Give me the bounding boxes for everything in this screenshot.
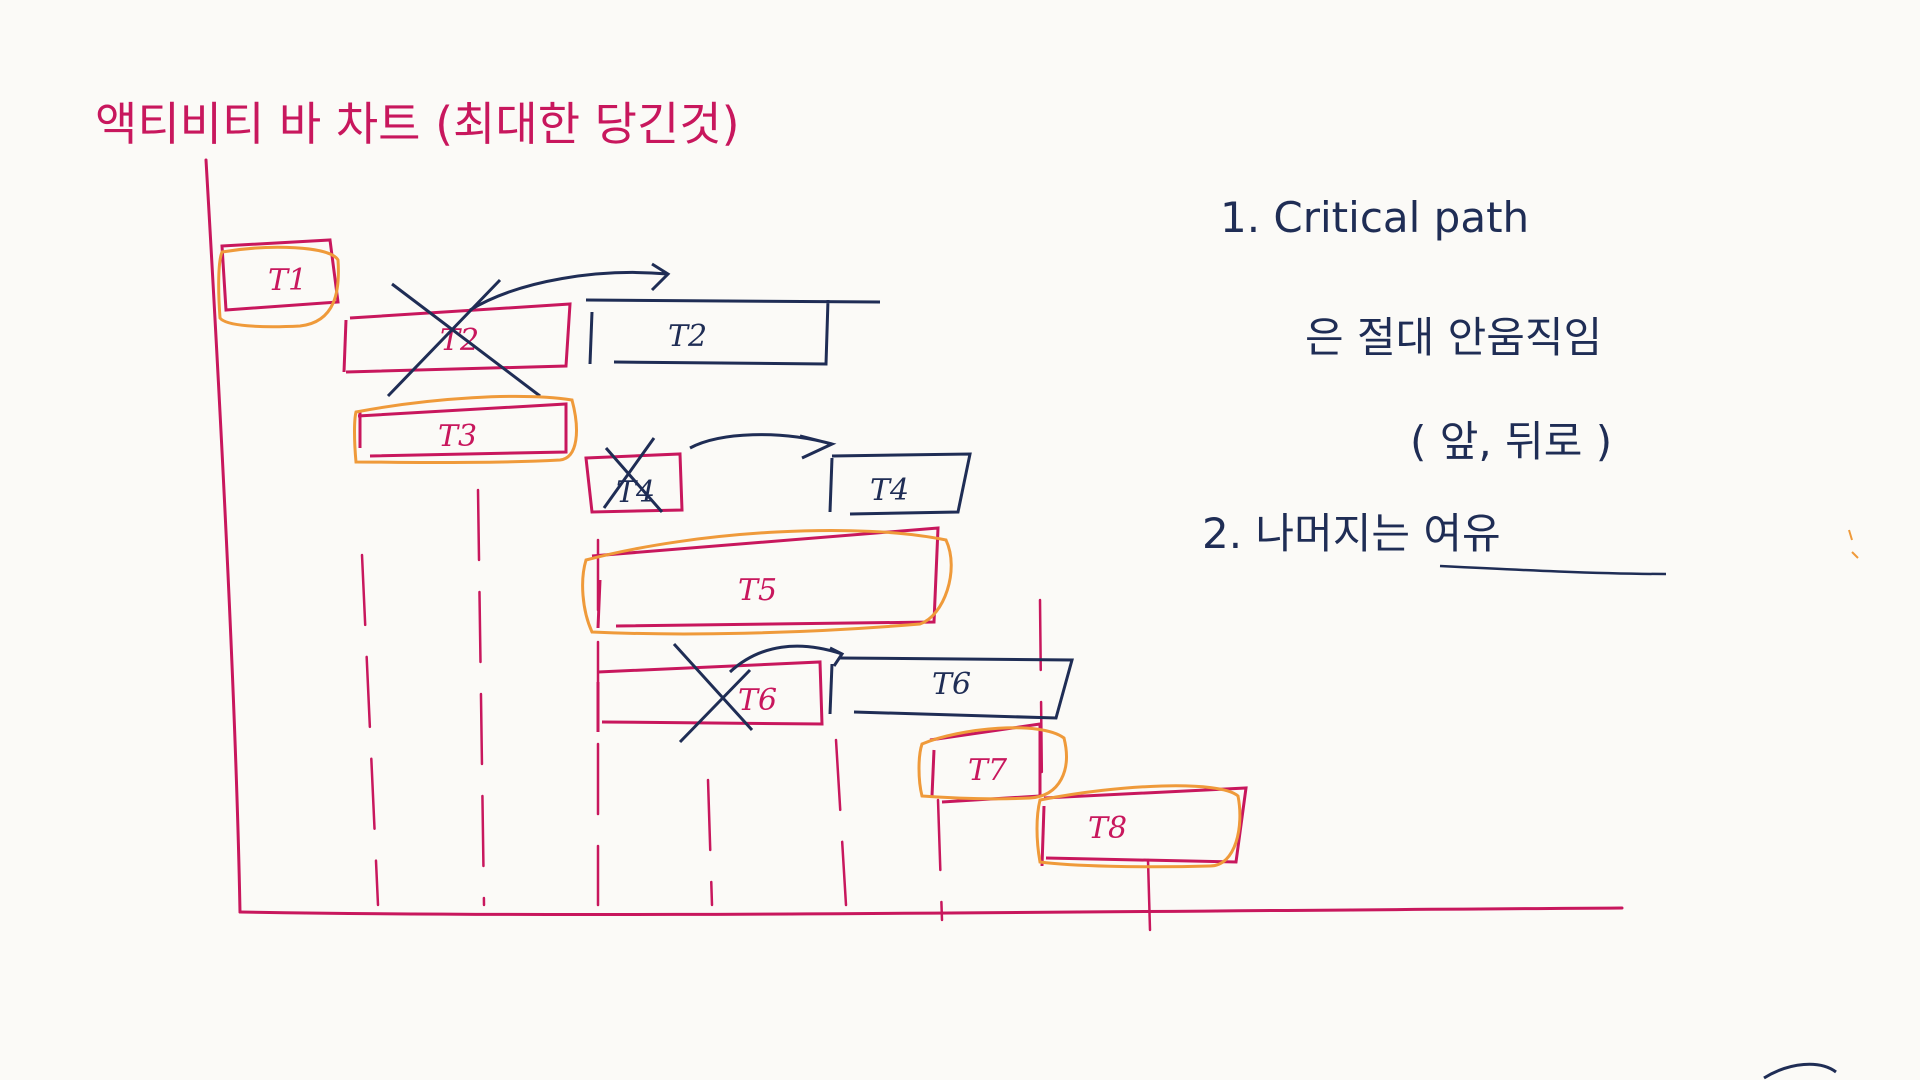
task-t7-edge: [930, 749, 936, 797]
task-t6-moved-bar: [839, 656, 1074, 720]
note-front-back: ( 앞, 뒤로 ): [1410, 417, 1612, 466]
task-t3-bar: [357, 402, 568, 458]
notes: 1. Critical path 은 절대 안움직임 ( 앞, 뒤로 ) 2. …: [1202, 193, 1667, 576]
task-t1-label: T1: [268, 263, 307, 298]
task-t4-moved-bar: [831, 452, 972, 516]
task-t5-highlight: [581, 528, 953, 636]
task-t8-label: T8: [1088, 811, 1127, 846]
task-t2-pulled-edge: [342, 319, 348, 373]
guide-8: [1146, 858, 1152, 932]
task-t6-pulled-cross: [672, 642, 754, 744]
task-t2-moved-label: T2: [668, 319, 707, 354]
task-t2-moved-edge: [588, 311, 594, 365]
task-t5: T5: [581, 526, 953, 636]
guide-6: [936, 798, 944, 922]
stray-mark-corner: [1763, 1062, 1837, 1080]
task-t6-pulled-bar: [597, 660, 824, 726]
task-t4-moved-edge: [828, 457, 834, 513]
task-t2-moved-bar: [585, 298, 881, 366]
task-t3-label: T3: [438, 419, 477, 454]
task-t4-moved: T4: [828, 452, 972, 516]
arrow-t6-shift: [728, 644, 845, 674]
guide-2: [476, 488, 486, 907]
task-t6-moved: T6: [828, 656, 1074, 720]
task-t1-bar: [220, 238, 340, 312]
task-t8-highlight: [1035, 784, 1242, 869]
task-t4-moved-label: T4: [870, 473, 909, 508]
task-t7-label: T7: [968, 753, 1008, 788]
task-t4-pulled-cross: [602, 437, 664, 513]
task-t5-edge: [596, 579, 602, 629]
task-t6-moved-edge: [828, 663, 834, 715]
arrow-t4-shift: [689, 433, 837, 460]
note-never-moves: 은 절대 안움직임: [1305, 313, 1602, 362]
task-t1: T1: [217, 238, 340, 329]
chart-axes: [204, 158, 1624, 917]
arrow-t2-shift: [469, 262, 671, 312]
task-t3-highlight: [353, 394, 578, 464]
task-t2-pulled: T2: [342, 278, 572, 398]
task-t5-bar: [591, 526, 940, 628]
task-t8-bar: [1043, 786, 1248, 864]
guide-7: [1038, 598, 1044, 792]
task-t1-highlight: [217, 245, 340, 329]
task-t7: T7: [917, 722, 1068, 804]
x-axis: [238, 906, 1624, 917]
task-t2-moved: T2: [585, 298, 881, 366]
task-t6-pulled: T6: [596, 642, 824, 744]
task-t2-pulled-bar: [345, 302, 572, 374]
task-t3: T3: [353, 394, 578, 464]
task-t6-pulled-label: T6: [738, 683, 777, 718]
task-t8-edge: [1040, 805, 1046, 867]
task-t6-moved-label: T6: [932, 667, 971, 702]
task-t8: T8: [1035, 784, 1248, 869]
task-t5-label: T5: [738, 573, 777, 608]
diagram-title: 액티비티 바 차트 (최대한 당긴것): [95, 97, 740, 151]
note-underline: [1439, 564, 1667, 576]
guide-4: [706, 778, 714, 907]
stray-mark-orange: [1848, 529, 1859, 559]
note-rest-slack: 2. 나머지는 여유: [1202, 509, 1501, 558]
task-t4-pulled-bar: [584, 452, 684, 514]
task-t2-pulled-label: T2: [440, 323, 479, 358]
guide-1: [360, 553, 380, 907]
note-critical-path: 1. Critical path: [1220, 193, 1529, 242]
guide-5: [834, 738, 848, 907]
task-t4-pulled: T4: [584, 437, 684, 514]
task-t2-pulled-cross: [386, 278, 541, 398]
task-t7-highlight: [917, 726, 1068, 801]
y-axis: [204, 158, 242, 914]
